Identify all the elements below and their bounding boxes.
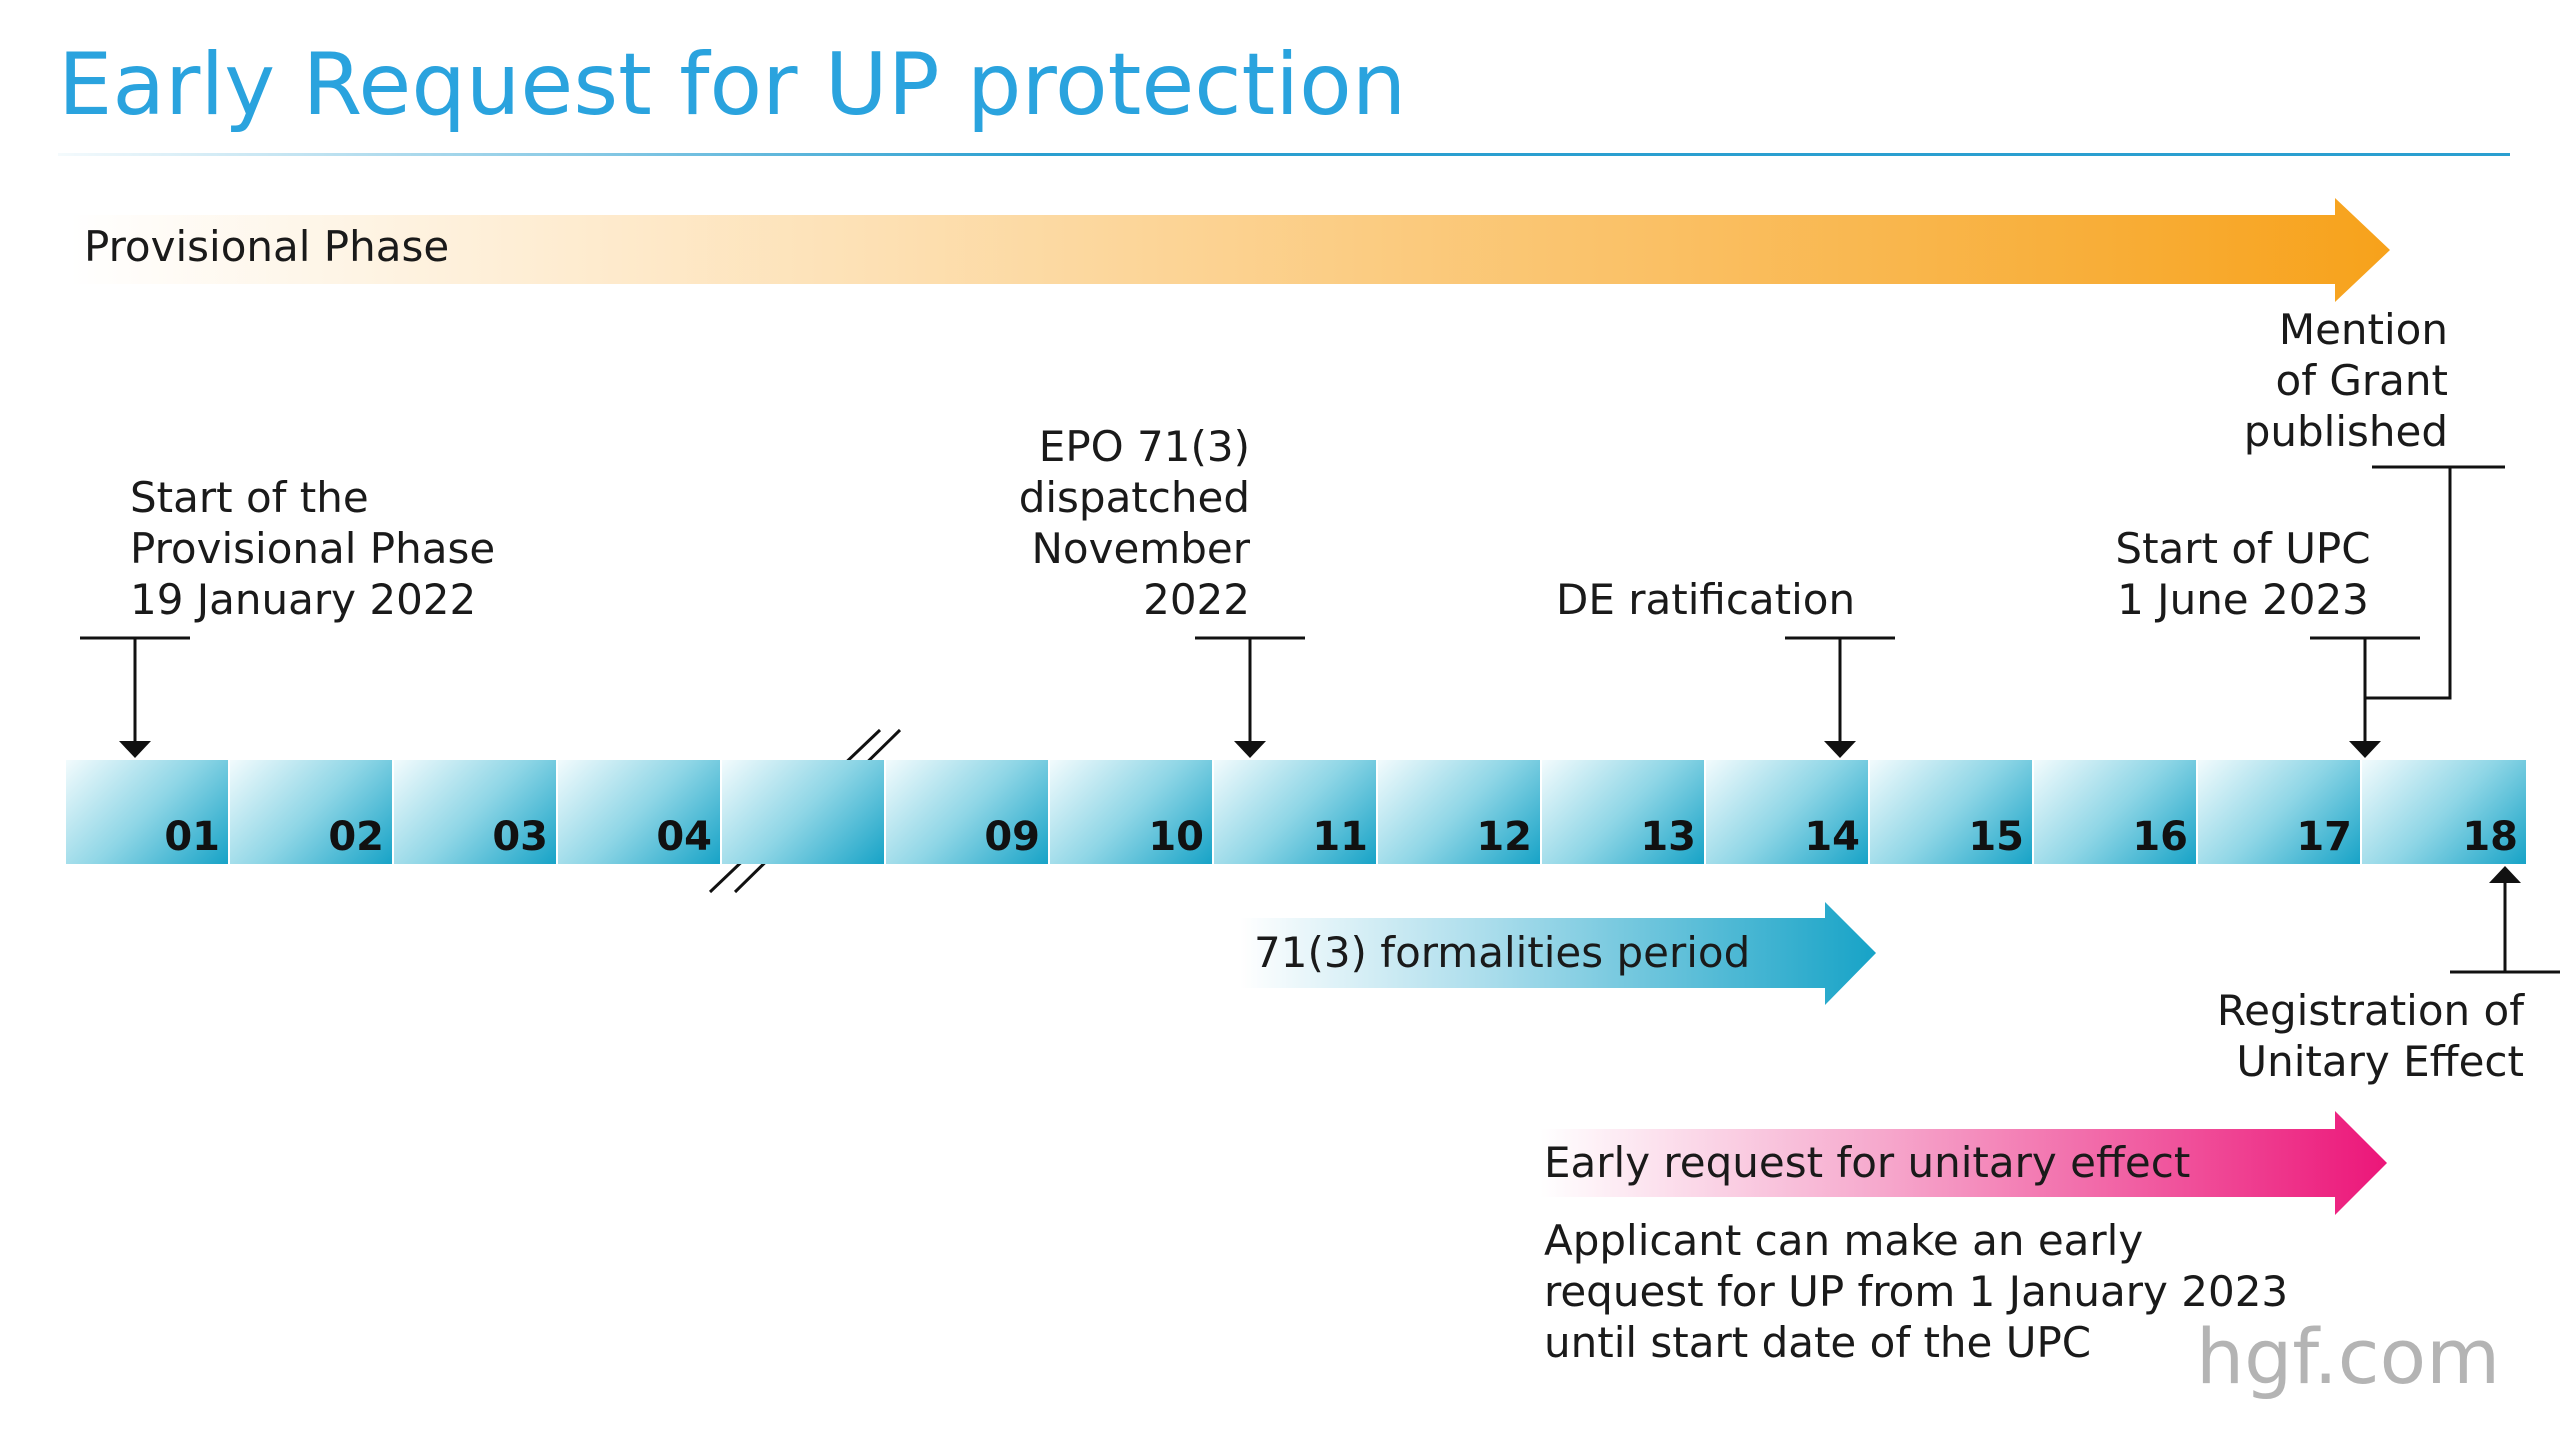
timeline-box: 14 (1706, 760, 1868, 864)
mention-of-grant-pointer (2365, 465, 2505, 700)
registration-pointer (2450, 880, 2560, 974)
formalities-arrow (1240, 902, 1876, 1005)
start-upc-label: Start of UPC 1 June 2023 (2115, 524, 2371, 624)
timeline-box: 10 (1050, 760, 1212, 864)
timeline-box: 04 (558, 760, 720, 864)
mention-of-grant-label: Mention of Grant published (2243, 305, 2448, 456)
de-ratification-label: DE ratification (1556, 575, 1856, 624)
formalities-label: 71(3) formalities period (1254, 928, 1751, 977)
title-divider (58, 153, 2510, 156)
timeline-box: 01 (66, 760, 228, 864)
timeline-box: 03 (394, 760, 556, 864)
de-ratification-pointer (1785, 636, 1895, 744)
timeline-box: 13 (1542, 760, 1704, 864)
timeline-box: 15 (1870, 760, 2032, 864)
timeline-box: 16 (2034, 760, 2196, 864)
timeline-gap-box (722, 760, 884, 864)
start-upc-pointer (2310, 636, 2420, 744)
start-provisional-pointer (80, 636, 190, 744)
timeline-box: 17 (2198, 760, 2360, 864)
timeline-box: 09 (886, 760, 1048, 864)
epo-713-label: EPO 71(3) dispatched November 2022 (1018, 422, 1250, 624)
registration-label: Registration of Unitary Effect (2216, 986, 2524, 1086)
provisional-phase-arrow (70, 198, 2390, 302)
timeline-box: 12 (1378, 760, 1540, 864)
hgf-watermark: hgf.com (2196, 1312, 2501, 1401)
early-request-arrow (1540, 1111, 2387, 1215)
page-title: Early Request for UP protection (58, 35, 1407, 135)
timeline-box: 11 (1214, 760, 1376, 864)
timeline-box: 02 (230, 760, 392, 864)
early-request-label: Early request for unitary effect (1544, 1138, 2191, 1187)
early-request-description: Applicant can make an early request for … (1544, 1216, 2289, 1367)
epo-713-pointer (1195, 636, 1305, 744)
provisional-phase-label: Provisional Phase (84, 222, 450, 271)
start-provisional-label: Start of the Provisional Phase 19 Januar… (130, 473, 496, 624)
timeline-box: 18 (2362, 760, 2526, 864)
